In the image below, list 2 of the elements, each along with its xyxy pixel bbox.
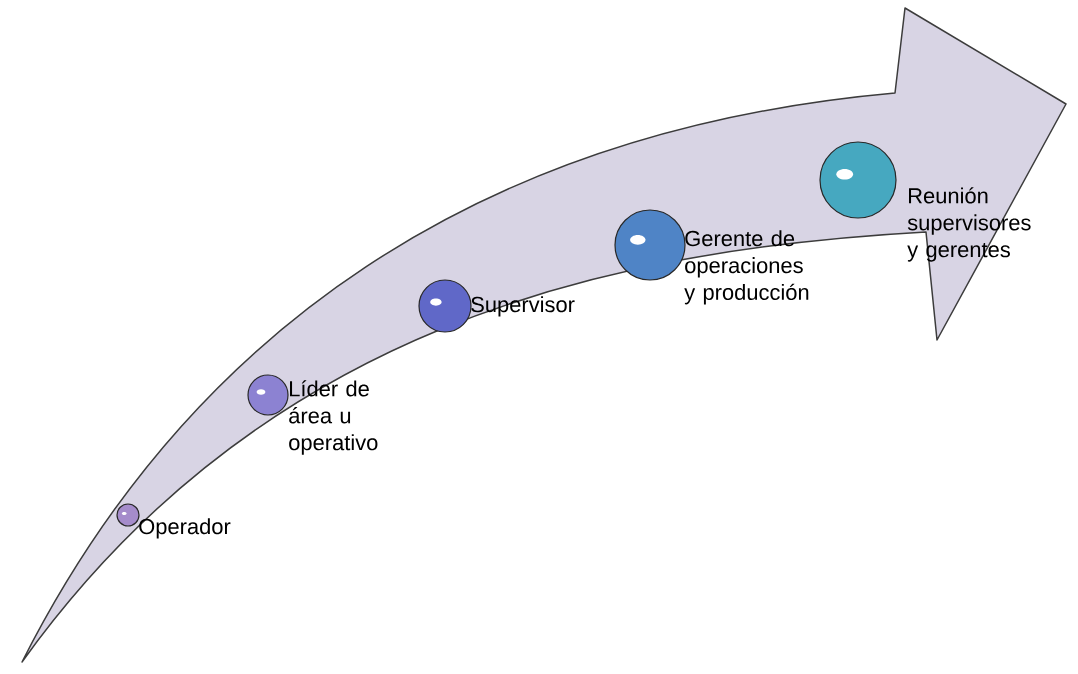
- level-label: Operador: [139, 518, 231, 539]
- level-label: Gerente de operaciones y producción: [684, 230, 809, 305]
